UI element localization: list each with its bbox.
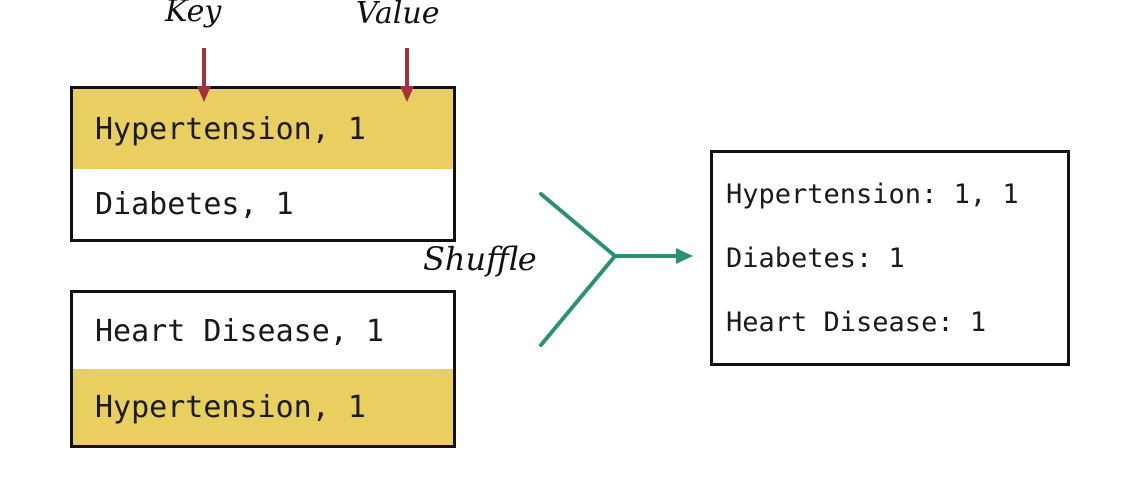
shuffle-label: Shuffle: [423, 240, 537, 278]
mapper-output-box-1: Hypertension, 1 Diabetes, 1: [70, 86, 456, 242]
key-value-row: Hypertension, 1: [73, 89, 453, 169]
key-value-row: Hypertension, 1: [73, 369, 453, 445]
key-value-row: Heart Disease, 1: [73, 293, 453, 369]
grouped-row: Heart Disease: 1: [726, 306, 987, 338]
shuffle-merge-lines: [539, 192, 682, 347]
mapper-output-box-2: Heart Disease, 1 Hypertension, 1: [70, 290, 456, 448]
value-arrow: [400, 48, 414, 102]
shuffle-arrowhead: [676, 248, 693, 264]
grouped-row: Diabetes: 1: [726, 242, 905, 274]
key-value-row: Diabetes, 1: [73, 169, 453, 239]
shuffle-output-box: Hypertension: 1, 1 Diabetes: 1 Heart Dis…: [710, 150, 1070, 366]
grouped-row: Hypertension: 1, 1: [726, 178, 1019, 210]
value-label: Value: [356, 0, 440, 31]
key-label: Key: [165, 0, 222, 29]
key-arrow: [197, 48, 211, 102]
